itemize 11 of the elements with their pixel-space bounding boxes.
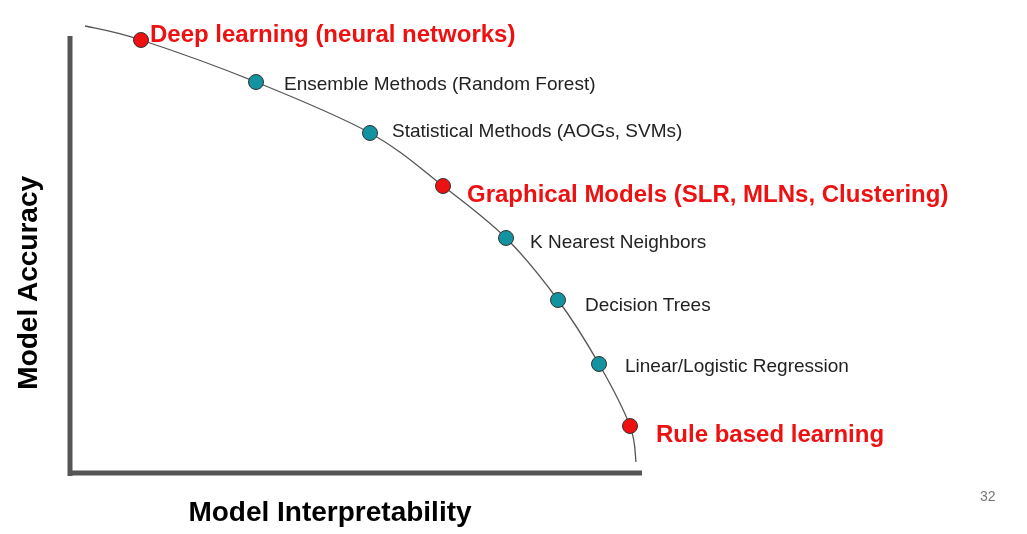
- point-label: K Nearest Neighbors: [530, 231, 707, 254]
- point-label: Ensemble Methods (Random Forest): [284, 73, 596, 96]
- point-label: Linear/Logistic Regression: [625, 355, 849, 378]
- point-label: Graphical Models (SLR, MLNs, Clustering): [467, 180, 949, 209]
- point-label: Decision Trees: [585, 294, 711, 317]
- point-label: Statistical Methods (AOGs, SVMs): [392, 120, 683, 143]
- x-axis-title: Model Interpretability: [187, 495, 473, 529]
- point-label: Rule based learning: [656, 420, 885, 449]
- page-number: 32: [980, 488, 996, 505]
- point-label: Deep learning (neural networks): [150, 20, 516, 49]
- y-axis-title: Model Accuracy: [11, 174, 45, 392]
